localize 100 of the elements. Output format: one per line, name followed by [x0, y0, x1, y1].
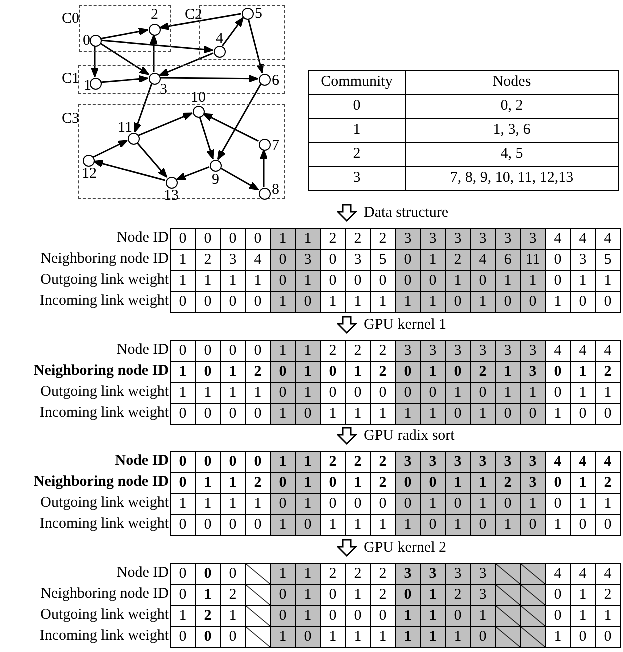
table-cell: 1 — [470, 493, 496, 515]
node-number: 4 — [216, 32, 224, 47]
table-cell: 1 — [520, 493, 546, 515]
table-cell: 3 — [520, 228, 546, 250]
arrow — [202, 113, 259, 142]
table-cell: 4 — [595, 563, 621, 585]
table-cell: 1 — [420, 403, 446, 425]
table-cell: 3 — [445, 340, 471, 362]
table-cell: 0 — [520, 291, 546, 313]
table-cell: 1 — [270, 228, 296, 250]
table-cell: 0 — [595, 626, 621, 648]
table-cell: 0 — [170, 340, 196, 362]
table-cell: 1 — [295, 584, 321, 606]
table-cell: 1 — [270, 514, 296, 536]
table-cell: 0 — [295, 403, 321, 425]
table-cell: 3 — [295, 249, 321, 271]
table-cell: 0 — [445, 291, 471, 313]
table-cell: 3 — [445, 451, 471, 473]
table-cell: 1 — [420, 605, 446, 627]
node-number: 3 — [160, 83, 168, 98]
arrow — [248, 18, 264, 74]
table-cell: 0 — [595, 514, 621, 536]
row-header: Node ID — [116, 564, 169, 583]
table-cell: 0 — [270, 249, 296, 271]
table-cell: 0 — [170, 514, 196, 536]
table-cell: 0 — [270, 382, 296, 404]
row-header: Node ID — [116, 341, 169, 360]
table-cell: 3 — [308, 166, 406, 191]
table-cell: 3 — [420, 451, 446, 473]
table-cell: 1 — [270, 291, 296, 313]
table-cell: 1 — [270, 340, 296, 362]
table-cell: 1 — [420, 584, 446, 606]
arrow — [217, 84, 262, 160]
table-cell: 0 — [270, 584, 296, 606]
table-cell: 0 — [170, 451, 196, 473]
table-cell: 1 — [295, 472, 321, 494]
table-cell: 0 — [270, 605, 296, 627]
table-cell: 1 — [295, 605, 321, 627]
arrow — [100, 40, 214, 54]
arrow — [220, 167, 260, 191]
table-cell: 0 — [295, 514, 321, 536]
table-cell: 3 — [395, 228, 421, 250]
table-cell: 1 — [270, 563, 296, 585]
table-cell: 3 — [395, 451, 421, 473]
table-cell: 3 — [470, 451, 496, 473]
table-cell: 0 — [420, 514, 446, 536]
arrow — [159, 13, 242, 30]
table-cell: 1 — [395, 626, 421, 648]
table-cell: 0 — [395, 249, 421, 271]
table-cell: 0 — [470, 270, 496, 292]
community-label: C1 — [62, 72, 80, 87]
table-cell: 3 — [395, 563, 421, 585]
table-cell: 0 — [270, 361, 296, 383]
table-cell: 3 — [395, 340, 421, 362]
table-cell: 1 — [295, 451, 321, 473]
arrow — [260, 150, 268, 187]
arrow — [199, 116, 214, 160]
table-cell: 0 — [595, 403, 621, 425]
node-number: 10 — [191, 91, 206, 106]
table-cell: 1 — [420, 493, 446, 515]
table-cell: 3 — [470, 584, 496, 606]
table-cell: 3 — [520, 472, 546, 494]
node-number: 9 — [212, 173, 220, 188]
table-cell: 11 — [520, 249, 546, 271]
table-cell: 1 — [470, 472, 496, 494]
table-cell: 0 — [420, 382, 446, 404]
table-cell: 0 — [170, 291, 196, 313]
node-number: 12 — [82, 167, 97, 182]
table-cell: 1 — [520, 382, 546, 404]
arrow — [222, 17, 244, 47]
table-cell: 0 — [495, 291, 521, 313]
table-cell: 0 — [295, 291, 321, 313]
table-cell: 0 — [270, 270, 296, 292]
table-cell: 0 — [495, 493, 521, 515]
table-cell: 3 — [445, 228, 471, 250]
table-cell: 3 — [495, 340, 521, 362]
table-cell: 1 — [420, 291, 446, 313]
table-cell: 0 — [420, 270, 446, 292]
node-number: 1 — [84, 79, 92, 94]
table-cell: 3 — [420, 340, 446, 362]
table-cell: 3 — [495, 451, 521, 473]
arrow — [91, 46, 99, 78]
table-cell: 1 — [470, 403, 496, 425]
table-cell: 0 — [170, 626, 196, 648]
table-cell: 1 — [470, 291, 496, 313]
node-number: 2 — [151, 8, 158, 23]
row-header: Outgoing link weight — [40, 383, 169, 402]
table-cell: 1 — [445, 472, 471, 494]
community-label: C3 — [62, 112, 80, 127]
node-number: 5 — [255, 7, 262, 22]
table-cell: 0 — [395, 270, 421, 292]
row-header: Neighboring node ID — [34, 473, 169, 492]
table-cell: 2 — [445, 584, 471, 606]
table-cell: 1 — [495, 361, 521, 383]
table-cell: 0 — [445, 403, 471, 425]
node-number: 7 — [272, 139, 280, 154]
row-header: Neighboring node ID — [34, 362, 169, 381]
table-cell: 1 — [445, 514, 471, 536]
table-cell: 1 — [270, 403, 296, 425]
table-cell: 1 — [495, 270, 521, 292]
